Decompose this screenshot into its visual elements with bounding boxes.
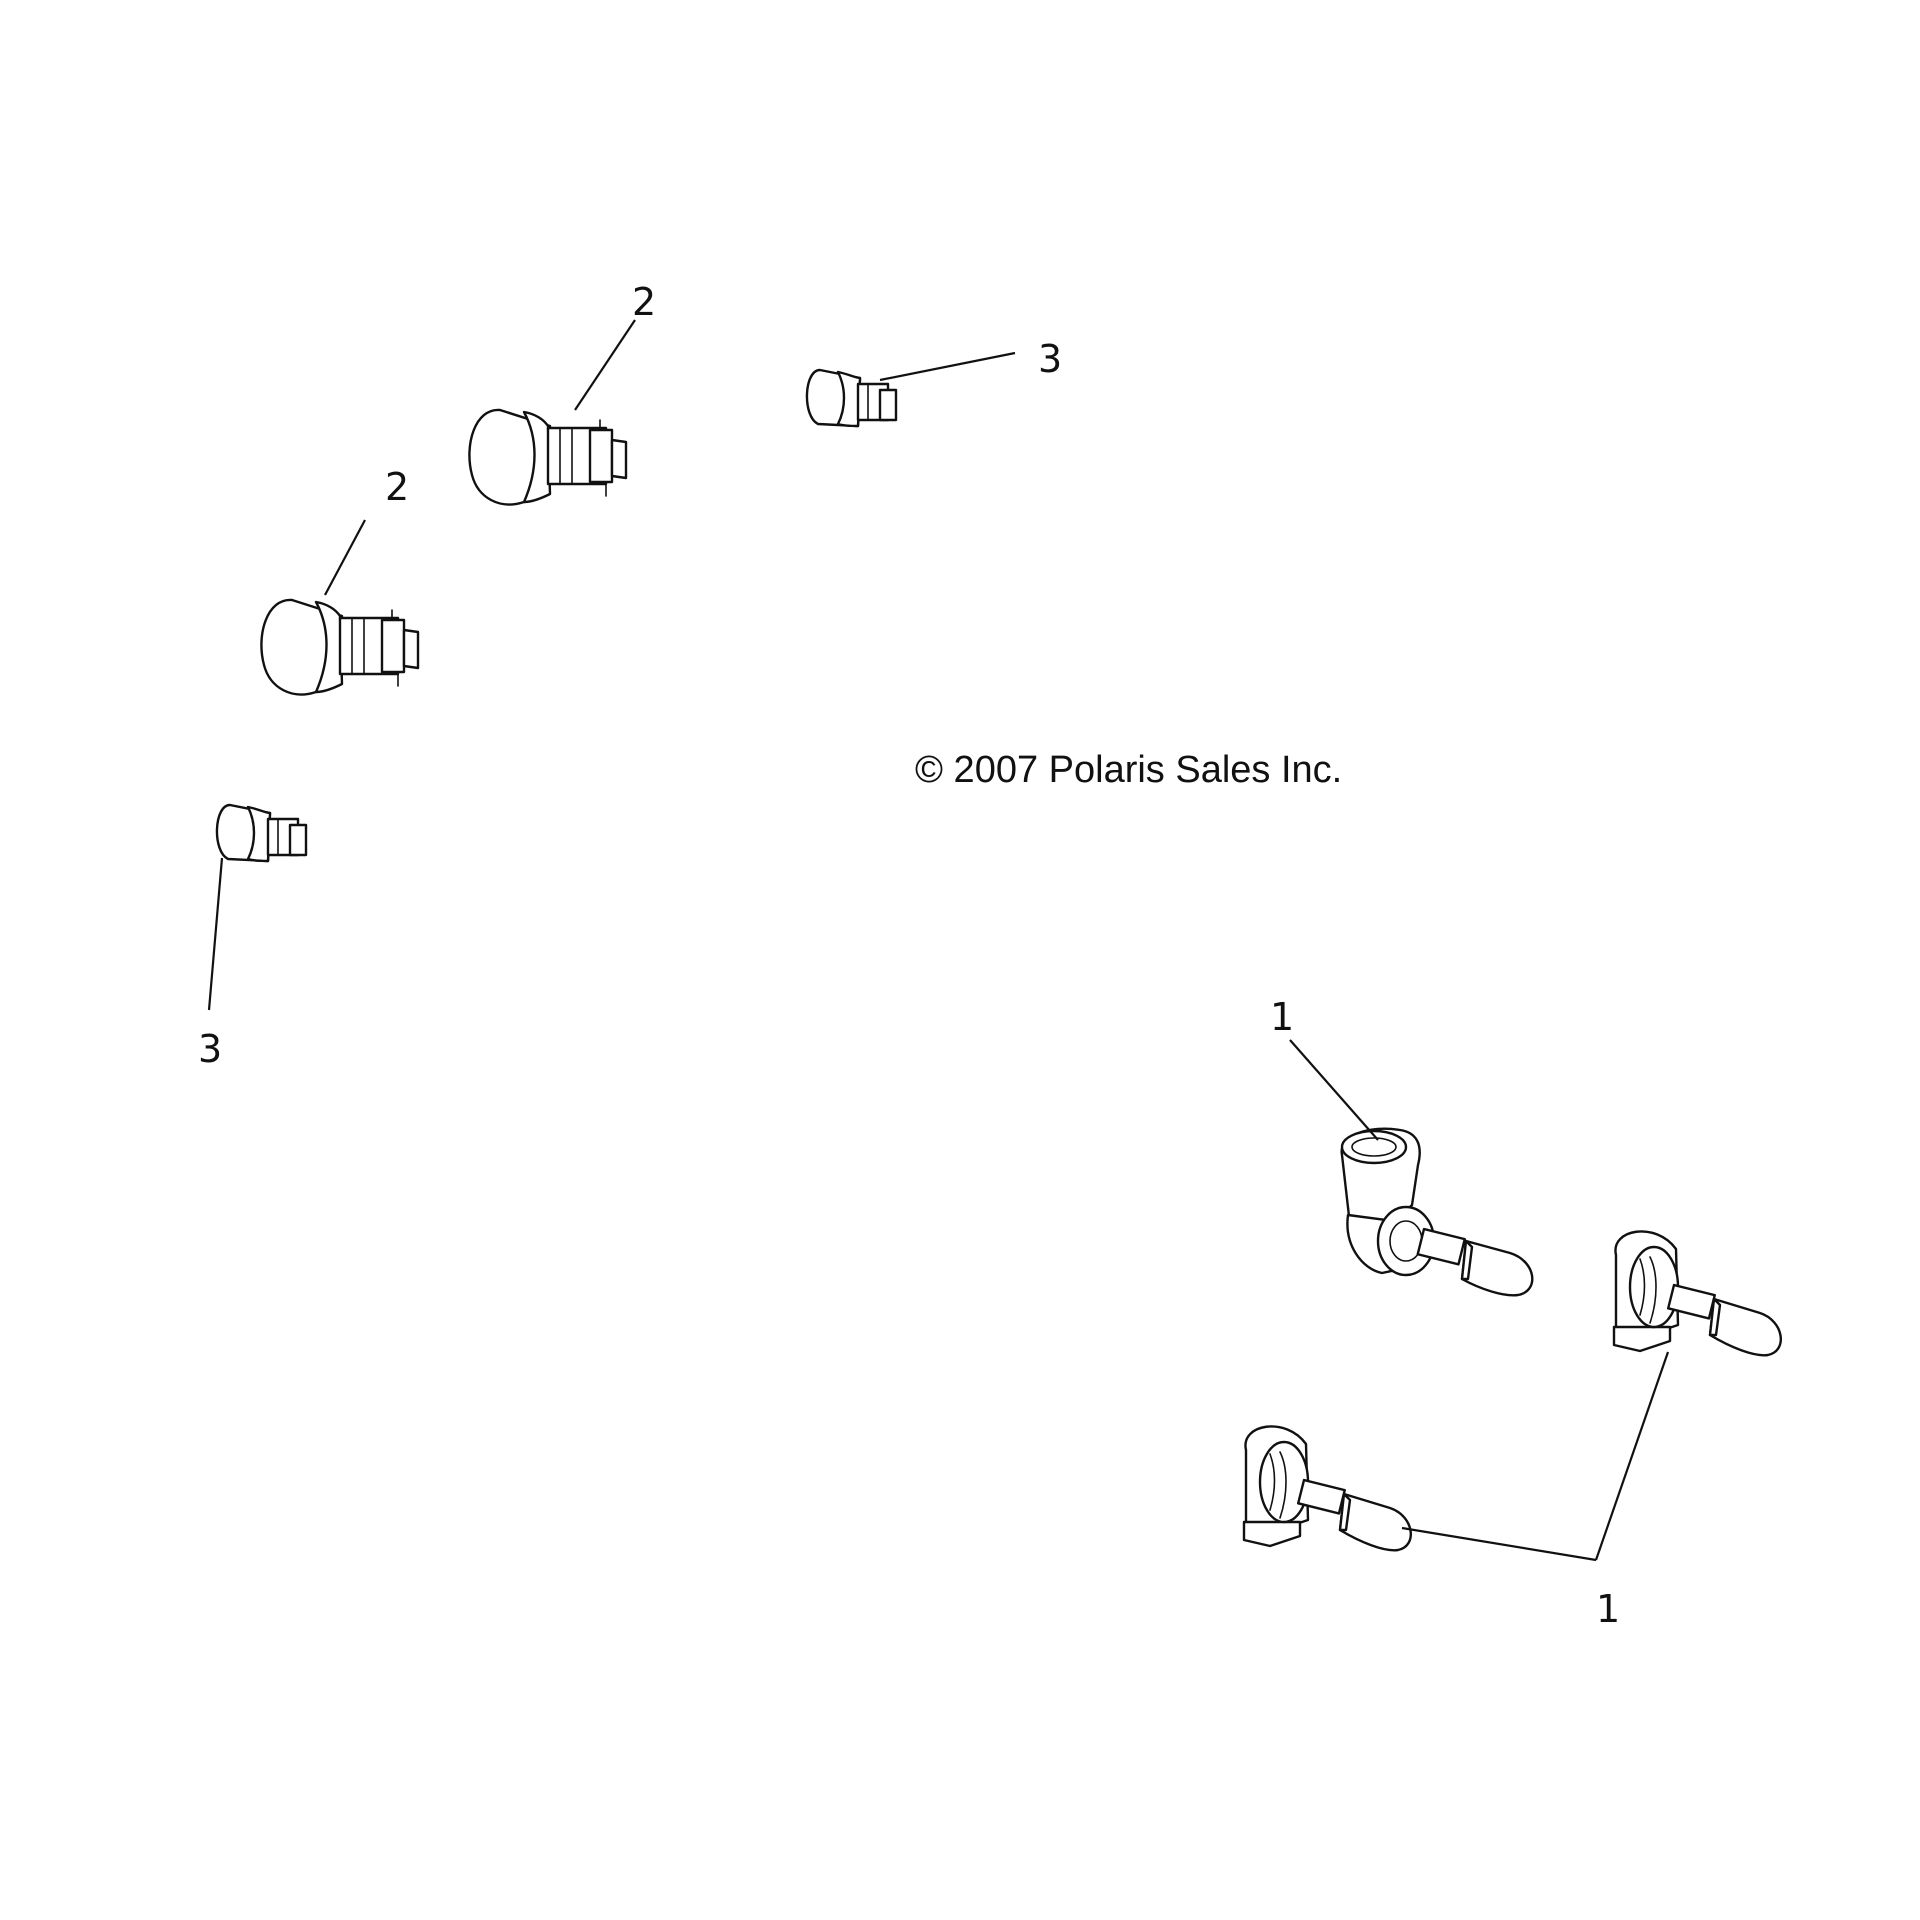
callout-3-lower: 3 xyxy=(198,1027,222,1071)
wedge-bulb-large-lower xyxy=(260,598,420,696)
leader-line-1a xyxy=(1289,1039,1379,1141)
wedge-bulb-large-upper xyxy=(468,408,628,506)
wedge-bulb-small-lower xyxy=(215,803,308,863)
leader-line-1b-right xyxy=(1594,1351,1670,1561)
callout-1-lower: 1 xyxy=(1596,1587,1620,1631)
wedge-bulb-small-upper xyxy=(805,368,898,428)
callout-1-upper: 1 xyxy=(1270,995,1294,1039)
leader-line-2a xyxy=(574,319,636,411)
leader-line-3a xyxy=(879,351,1016,382)
headlight-bulb-top xyxy=(1340,1127,1534,1297)
headlight-bulb-right xyxy=(1612,1230,1782,1357)
copyright-text: © 2007 Polaris Sales Inc. xyxy=(915,749,1342,791)
callout-2-upper: 2 xyxy=(632,280,656,324)
callout-3-upper: 3 xyxy=(1038,337,1062,381)
callout-2-lower: 2 xyxy=(385,465,409,509)
leader-line-1b-left xyxy=(1401,1526,1597,1562)
leader-line-2b xyxy=(324,519,366,596)
headlight-bulb-bottom xyxy=(1242,1425,1412,1552)
leader-line-3b xyxy=(207,857,224,1011)
